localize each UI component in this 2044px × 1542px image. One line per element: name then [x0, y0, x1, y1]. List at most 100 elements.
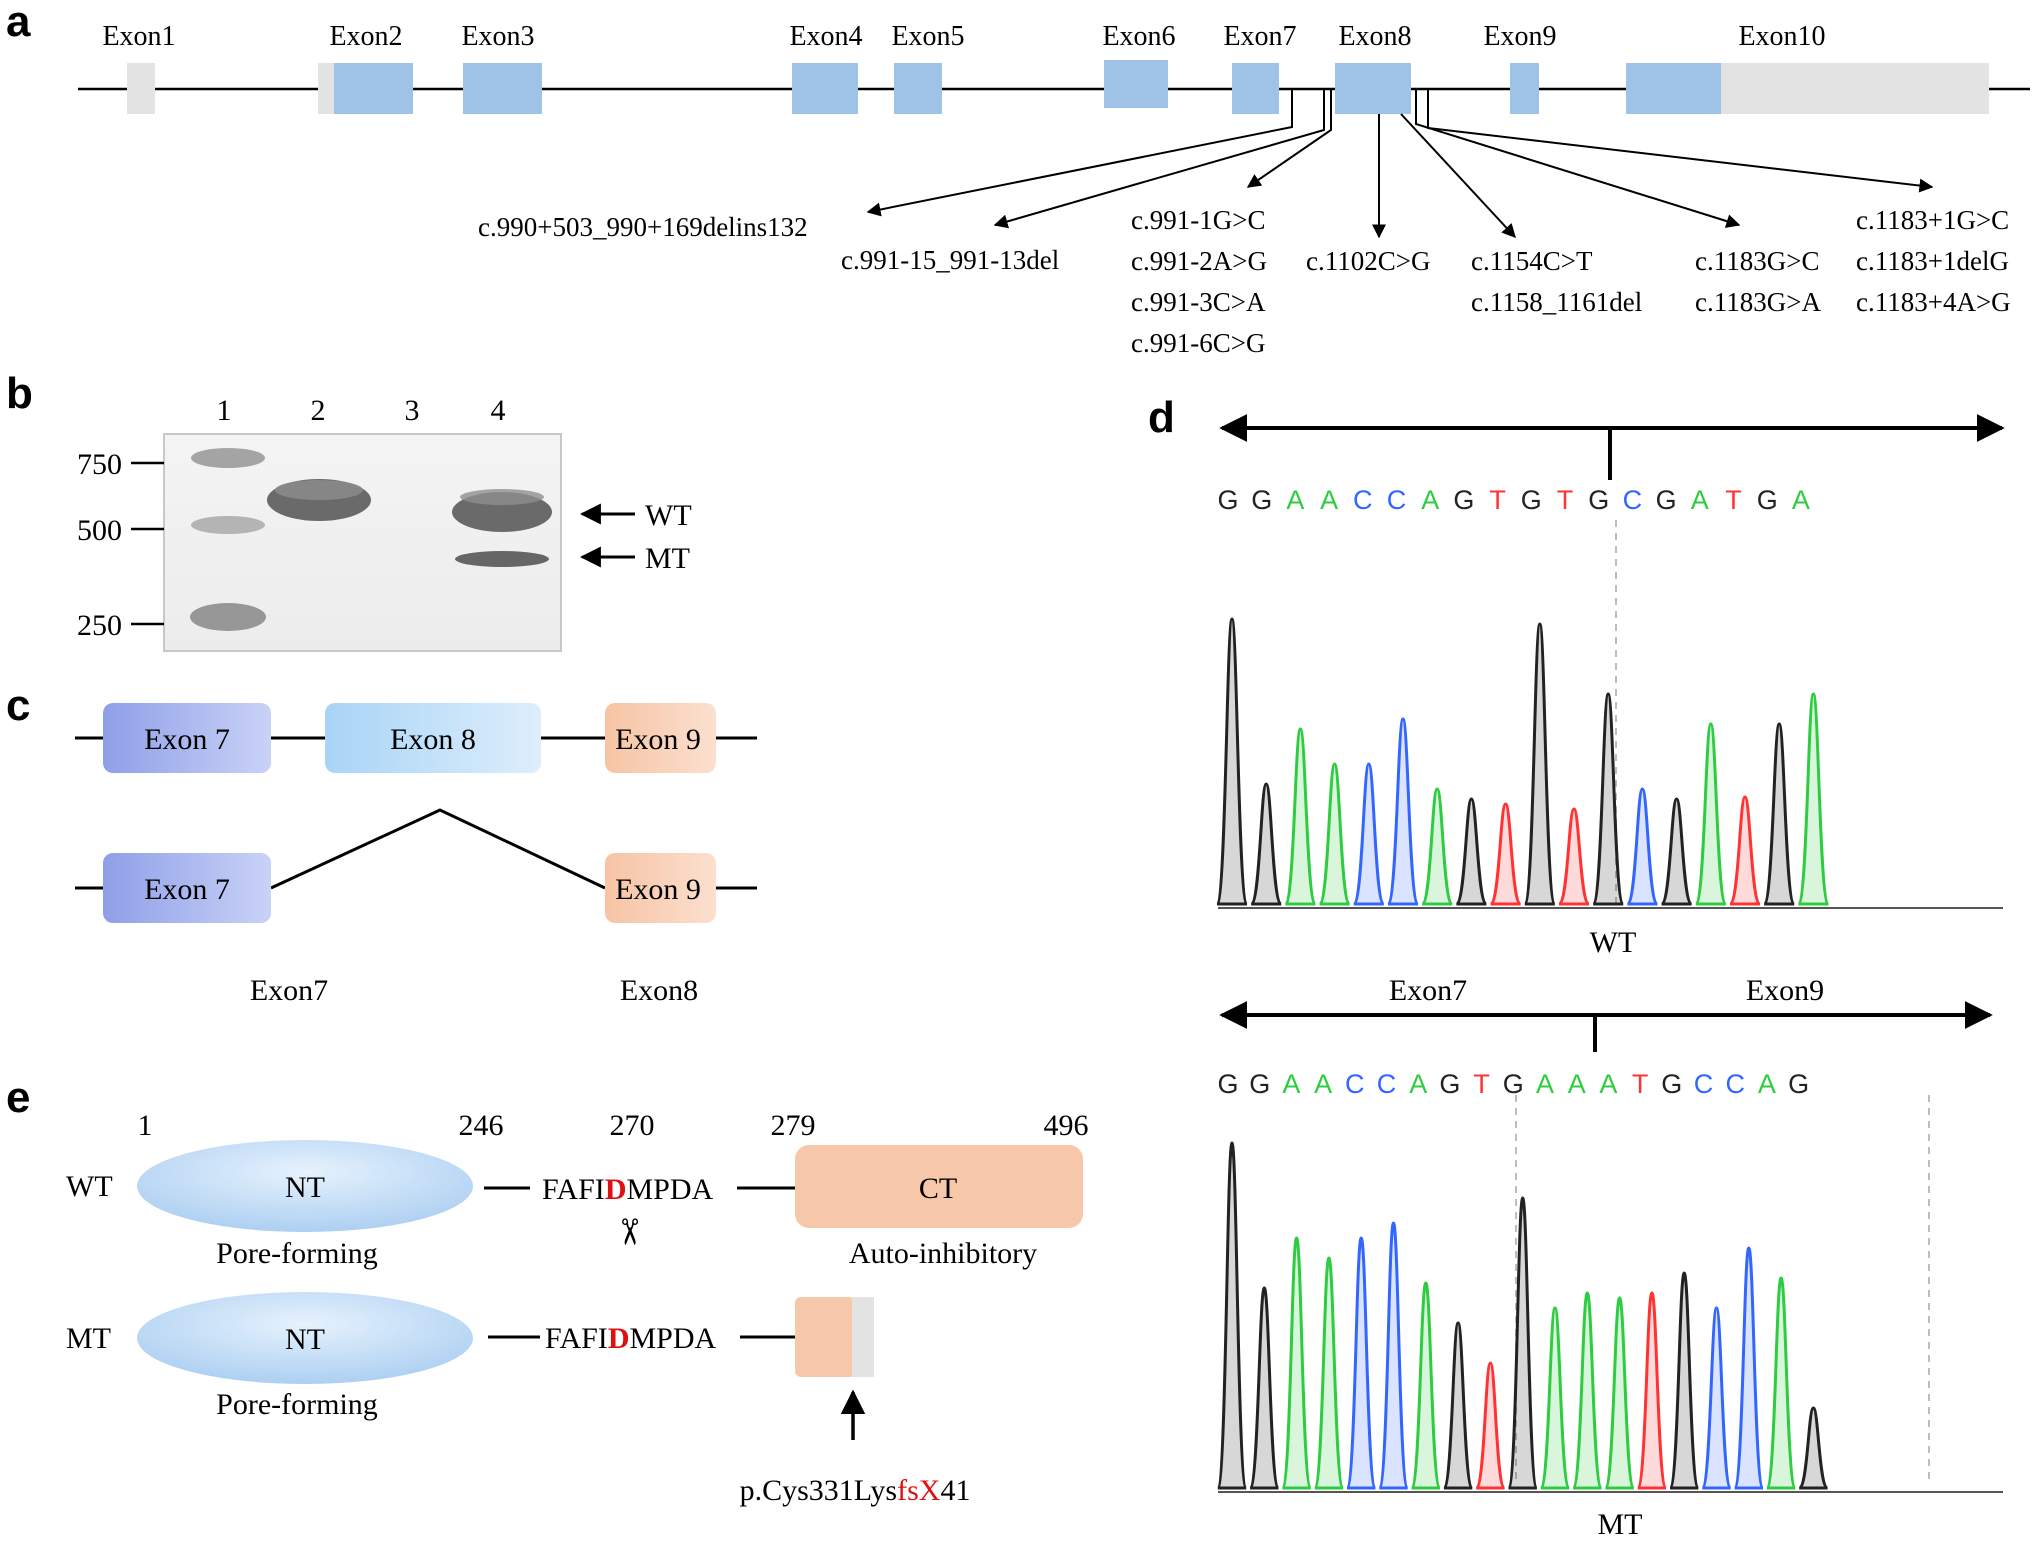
pos-279: 279 [771, 1109, 816, 1142]
mt-trace-peak-14 [1668, 1271, 1700, 1490]
mt-span-arrow [1219, 1001, 1993, 1052]
wt-trace-peak-1 [1249, 782, 1283, 906]
mt-trace-peak-18 [1797, 1406, 1830, 1490]
variant-donor-3: c.1183+4A>G [1856, 287, 2011, 317]
mt-seq-base-0: G [1217, 1069, 1238, 1099]
wt-trace-peak-11 [1591, 692, 1625, 906]
nt-domain-wt [137, 1140, 473, 1232]
exon3-label: Exon3 [461, 21, 534, 52]
variant-acceptor-2: c.991-2A>G [1131, 246, 1267, 276]
exon7-block [1232, 63, 1279, 114]
variant-exon-end-2: c.1183G>A [1695, 287, 1821, 317]
scissors-icon: ✂ [609, 1217, 650, 1247]
mt-trace-peak-13 [1636, 1291, 1668, 1490]
lane-4: 4 [491, 394, 506, 427]
mt-chromatogram [1216, 1141, 1830, 1490]
mt-seq-base-16: C [1725, 1069, 1745, 1099]
lane-3: 3 [405, 394, 420, 427]
mt-seq-base-10: A [1536, 1069, 1554, 1099]
lane2-wt-band-top [275, 480, 363, 500]
wt-seq-base-9: G [1521, 485, 1542, 515]
variant-exon-mid: c.1102C>G [1306, 246, 1430, 276]
mt-trace-peak-9 [1507, 1196, 1539, 1490]
exon8-block [1335, 63, 1411, 114]
variant-exon-late-2: c.1158_1161del [1471, 287, 1642, 317]
ct-label-wt: CT [919, 1172, 957, 1205]
linker-lines [484, 1186, 795, 1339]
exon9-top-label: Exon 9 [615, 723, 701, 756]
band-arrows [579, 503, 635, 568]
panel-label-a: a [6, 0, 31, 46]
mt-trace-peak-11 [1571, 1291, 1603, 1490]
ladder-labels: 750 500 250 [77, 448, 122, 642]
ladder-750: 750 [77, 448, 122, 481]
exon3-block [463, 63, 542, 114]
variant-donor-2: c.1183+1delG [1856, 246, 2009, 276]
variant-exon-late-1: c.1154C>T [1471, 246, 1593, 276]
wt-seq-base-8: T [1489, 485, 1506, 515]
mt-seq-base-13: T [1632, 1069, 1649, 1099]
wt-chromatogram [1215, 617, 1830, 906]
pos-246: 246 [459, 1109, 504, 1142]
lane-numbers: 1 2 3 4 [217, 394, 506, 427]
splice-top-labels: Exon 7 Exon 8 Exon 9 [144, 723, 701, 756]
mt-trace-peak-6 [1410, 1281, 1442, 1490]
mt-seq-base-17: A [1758, 1069, 1776, 1099]
mt-seq-base-14: G [1661, 1069, 1682, 1099]
ct-domain-wt [795, 1145, 1083, 1228]
wt-trace-peak-9 [1523, 622, 1557, 906]
pointer-donor [1427, 89, 1934, 193]
exon7-cylinder-bottom [103, 853, 271, 923]
wt-trace-peak-12 [1625, 787, 1659, 906]
mt-trace-peak-4 [1345, 1236, 1377, 1490]
splice-top-exons [103, 703, 716, 773]
exon4-block [792, 63, 858, 114]
variant-acceptor-4: c.991-6C>G [1131, 328, 1265, 358]
lane-2: 2 [311, 394, 326, 427]
ladder-ticks [131, 461, 164, 626]
mt-trace-peak-3 [1313, 1256, 1345, 1490]
cleavage-motif-mt: FAFIDMPDA [545, 1322, 717, 1355]
mt-trace-peak-15 [1700, 1306, 1733, 1490]
band-label-wt: WT [645, 499, 692, 532]
panel-label-e: e [6, 1073, 30, 1122]
wt-trace-peak-13 [1660, 797, 1694, 906]
wt-trace-peak-17 [1796, 692, 1830, 906]
wt-seq-base-3: A [1320, 485, 1338, 515]
pointer-intron7-small [993, 89, 1325, 229]
exon8-cylinder [325, 703, 541, 773]
wt-seq-base-2: A [1286, 485, 1304, 515]
exon7-cylinder-top [103, 703, 271, 773]
mt-seq-base-3: A [1314, 1069, 1332, 1099]
variant-acceptor-1: c.991-1G>C [1131, 205, 1265, 235]
wt-trace-peak-15 [1728, 795, 1762, 906]
mt-trace-peak-5 [1377, 1221, 1410, 1490]
mt-exon7-label: Exon7 [1389, 974, 1467, 1007]
exon9-cylinder-bottom [605, 853, 716, 923]
exon8-top-label: Exon 8 [390, 723, 476, 756]
wt-trace-label: WT [1590, 926, 1637, 959]
wt-seq-base-14: A [1691, 485, 1709, 515]
wt-seq-base-6: A [1421, 485, 1439, 515]
mt-seq-base-12: A [1599, 1069, 1617, 1099]
mt-trace-peak-2 [1280, 1236, 1313, 1490]
ladder-500: 500 [77, 514, 122, 547]
mt-seq-base-15: C [1694, 1069, 1714, 1099]
exon6-label: Exon6 [1102, 21, 1175, 52]
junction-guides [1515, 520, 1930, 1480]
exon8-label: Exon8 [1338, 21, 1411, 52]
exon9-label: Exon9 [1483, 21, 1556, 52]
wt-trace-peak-2 [1283, 727, 1317, 906]
mutation-label: p.Cys331LysfsX41 [740, 1474, 971, 1507]
mt-seq-base-4: C [1345, 1069, 1365, 1099]
splice-bottom-exons [103, 853, 716, 923]
band-label-mt: MT [645, 542, 690, 575]
variant-exon-end-1: c.1183G>C [1695, 246, 1819, 276]
auto-label: Auto-inhibitory [849, 1237, 1037, 1270]
gel-bands [190, 448, 552, 631]
mt-trace-peak-17 [1765, 1276, 1797, 1490]
row-mt: MT [66, 1322, 111, 1355]
wt-seq-base-1: G [1251, 485, 1272, 515]
panel-label-c: c [6, 681, 30, 730]
